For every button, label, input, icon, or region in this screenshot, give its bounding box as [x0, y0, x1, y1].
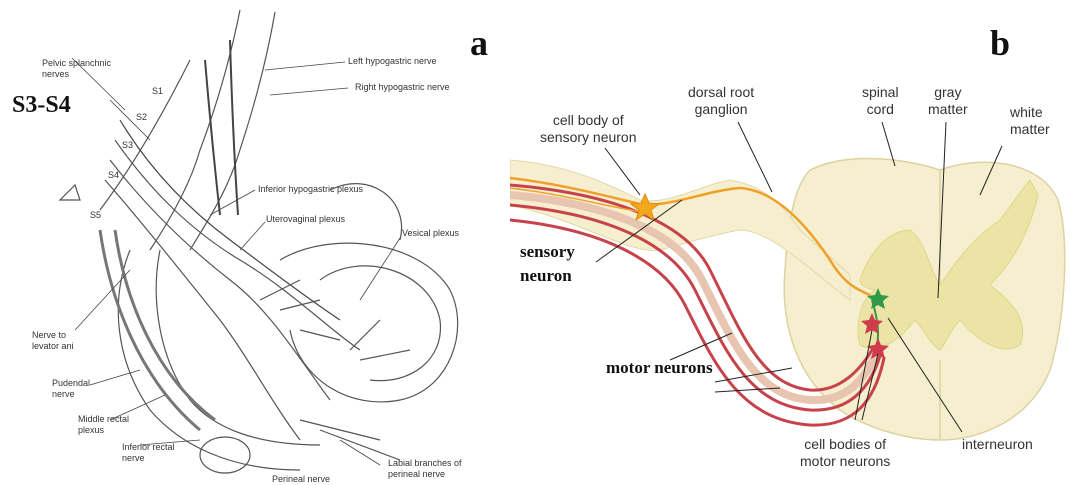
label-sensory-neuron: sensory neuron	[520, 240, 575, 288]
label-uterovaginal: Uterovaginal plexus	[266, 214, 345, 225]
label-dorsal-root-ganglion: dorsal root ganglion	[688, 84, 754, 118]
label-nerve-levator: Nerve to levator ani	[32, 330, 74, 352]
panel-letter-b: b	[990, 22, 1010, 64]
bladder-outline	[280, 243, 458, 402]
label-s4: S4	[108, 170, 119, 181]
label-s5: S5	[90, 210, 101, 221]
label-cell-body-sensory: cell body of sensory neuron	[540, 112, 637, 146]
label-labial: Labial branches of perineal nerve	[388, 458, 462, 480]
label-cell-bodies-motor: cell bodies of motor neurons	[800, 436, 890, 470]
label-perineal: Perineal nerve	[272, 474, 330, 485]
sacral-level-label: S3-S4	[12, 92, 71, 119]
panel-letter-a: a	[470, 22, 488, 64]
label-middle-rectal: Middle rectal plexus	[78, 414, 129, 436]
panel-a-pelvic-nerves: a S3-S4 Pelvic splanchnic nerves S1 S2 S…	[0, 0, 510, 485]
label-pudendal: Pudendal nerve	[52, 378, 90, 400]
spinal-reflex-diagram	[510, 0, 1070, 485]
anal-sphincter-outline	[200, 437, 250, 473]
label-left-hypogastric: Left hypogastric nerve	[348, 56, 437, 67]
label-pelvic-splanchnic: Pelvic splanchnic nerves	[42, 58, 111, 80]
pelvic-floor-outline	[118, 250, 300, 470]
label-s1: S1	[152, 86, 163, 97]
label-s3: S3	[122, 140, 133, 151]
sacrum-outline	[150, 10, 240, 250]
label-vesical: Vesical plexus	[402, 228, 459, 239]
label-gray-matter: gray matter	[928, 84, 968, 118]
label-inferior-rectal: Inferior rectal nerve	[122, 442, 175, 464]
label-motor-neurons: motor neurons	[606, 358, 713, 378]
label-interneuron: interneuron	[962, 436, 1033, 453]
panel-b-reflex-arc: b cell body of sensory neuron dorsal roo…	[510, 0, 1070, 485]
label-right-hypogastric: Right hypogastric nerve	[355, 82, 450, 93]
label-white-matter: white matter	[1010, 104, 1050, 138]
label-spinal-cord: spinal cord	[862, 84, 899, 118]
label-inferior-hypogastric: Inferior hypogastric plexus	[258, 184, 363, 195]
label-s2: S2	[136, 112, 147, 123]
